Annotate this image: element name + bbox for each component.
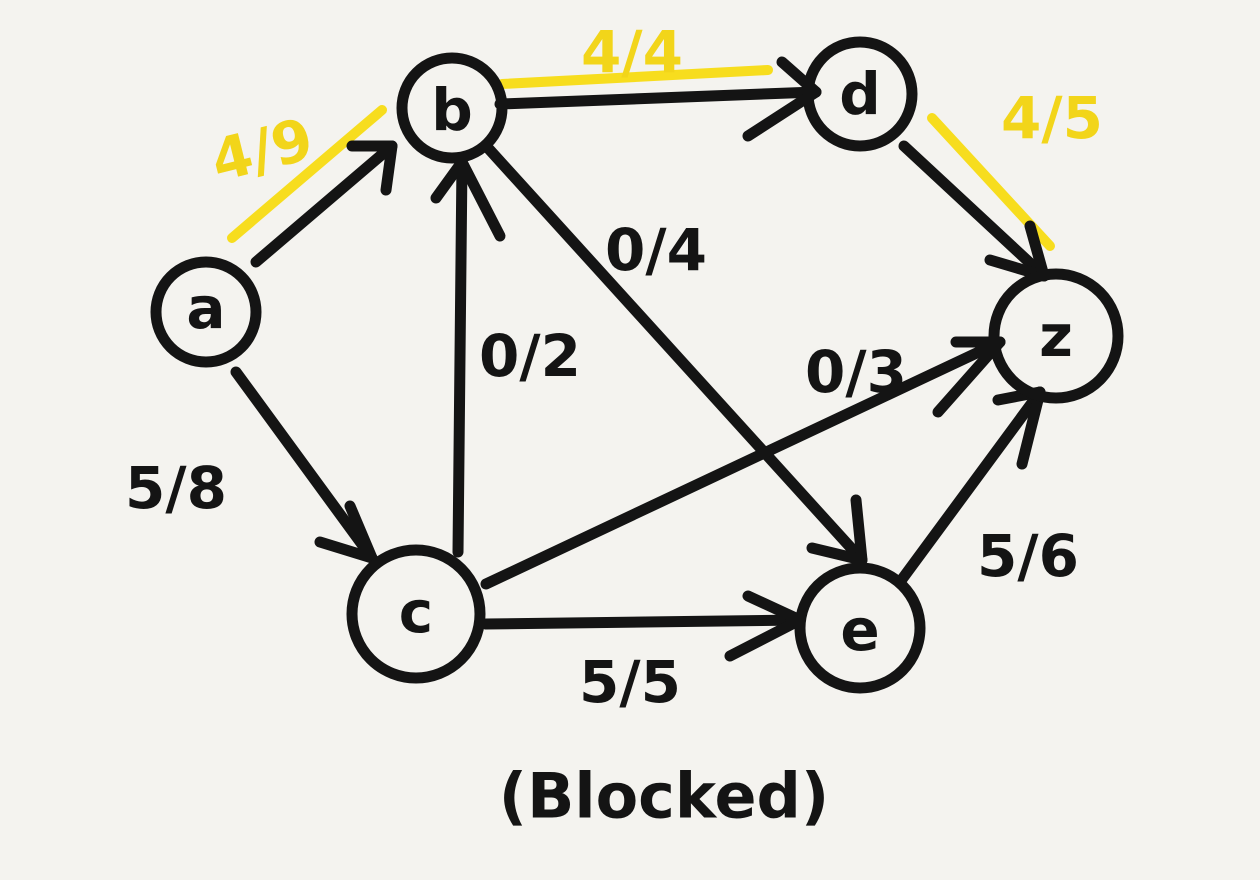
node-b: b [396, 52, 508, 164]
arrowhead-b-d [742, 56, 822, 142]
edge-label-c-b: 0/2 [479, 322, 581, 390]
node-e-label: e [840, 596, 879, 664]
edge-b-d [494, 56, 822, 142]
edge-labels: 4/9 4/4 4/5 5/8 0/2 0/4 0/3 5/5 5/6 [125, 18, 1103, 716]
edge-b-e [482, 142, 868, 566]
edges [230, 56, 1050, 662]
arrowhead-b-e [806, 494, 868, 566]
edge-label-d-z: 4/5 [1001, 84, 1103, 152]
node-c-label: c [399, 578, 433, 646]
node-a-label: a [186, 274, 225, 342]
node-a: a [150, 256, 262, 368]
edge-label-b-d: 4/4 [581, 18, 683, 86]
diagram-caption: (Blocked) [499, 760, 830, 833]
edge-label-b-e: 0/4 [605, 216, 707, 284]
edge-a-c [230, 366, 378, 564]
highlight-stroke-b-d [497, 65, 773, 89]
arrowhead-a-c [314, 500, 378, 564]
arrowhead-a-b [346, 140, 398, 196]
arrowhead-c-b [430, 156, 506, 242]
node-b-label: b [431, 76, 473, 144]
node-c: c [346, 544, 486, 684]
node-d: d [802, 36, 918, 152]
edge-c-e [480, 590, 806, 662]
arrowhead-c-z [932, 336, 1006, 418]
edge-label-c-z: 0/3 [805, 338, 907, 406]
edge-label-a-c: 5/8 [125, 454, 227, 522]
node-z: z [988, 268, 1124, 404]
node-d-label: d [839, 60, 881, 128]
node-z-label: z [1039, 302, 1073, 370]
edge-a-b [250, 140, 398, 268]
highlight-stroke-a-b [227, 105, 387, 243]
edge-label-e-z: 5/6 [977, 522, 1079, 590]
nodes: a b c d e z [150, 36, 1124, 694]
node-e: e [794, 562, 926, 694]
edge-label-c-e: 5/5 [579, 648, 681, 716]
edge-c-z [480, 336, 1006, 590]
